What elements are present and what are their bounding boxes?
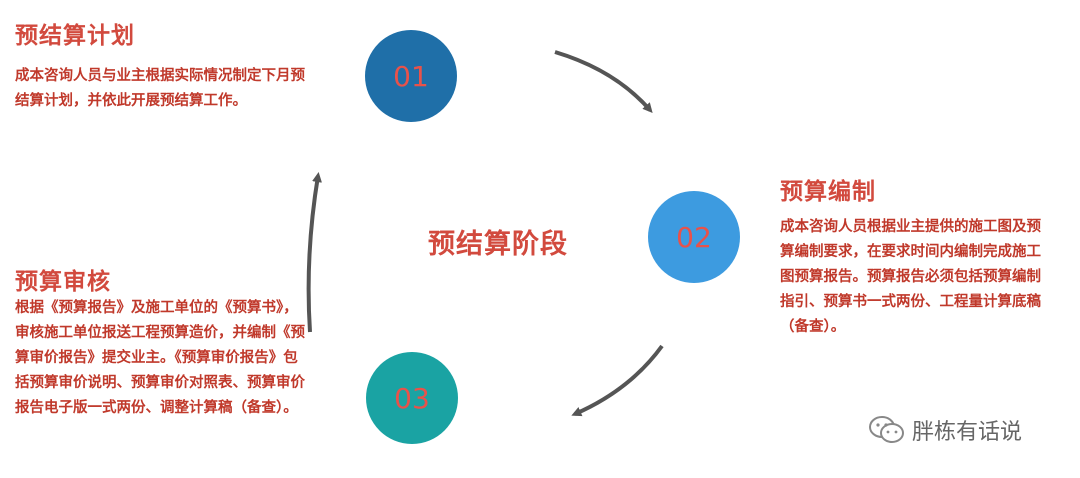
step-01-text: 成本咨询人员与业主根据实际情况制定下月预结算计划，并依此开展预结算工作。 — [15, 67, 305, 109]
arrow-02-to-03 — [571, 344, 664, 417]
step-01-circle: 01 — [365, 30, 457, 122]
watermark-text: 胖栋有话说 — [912, 420, 1023, 445]
step-03-circle: 03 — [366, 352, 458, 444]
arrow-03-to-01 — [306, 172, 322, 333]
step-02-title: 预算编制 — [780, 179, 876, 205]
step-02-number: 02 — [676, 220, 712, 254]
wechat-icon — [869, 416, 904, 443]
watermark: 胖栋有话说 — [868, 414, 1022, 446]
step-03-title: 预算审核 — [15, 269, 111, 295]
step-02-circle: 02 — [648, 191, 740, 283]
step-01-title: 预结算计划 — [15, 23, 135, 49]
step-03-number: 03 — [394, 381, 430, 415]
step-01-number: 01 — [393, 59, 429, 93]
arrow-01-to-02 — [554, 50, 653, 114]
step-02-text: 成本咨询人员根据业主提供的施工图及预算编制要求，在要求时间内编制完成施工图预算报… — [780, 218, 1041, 335]
center-title: 预结算阶段 — [428, 229, 568, 260]
step-03-text: 根据《预算报告》及施工单位的《预算书》，审核施工单位报送工程预算造价，并编制《预… — [15, 299, 305, 416]
